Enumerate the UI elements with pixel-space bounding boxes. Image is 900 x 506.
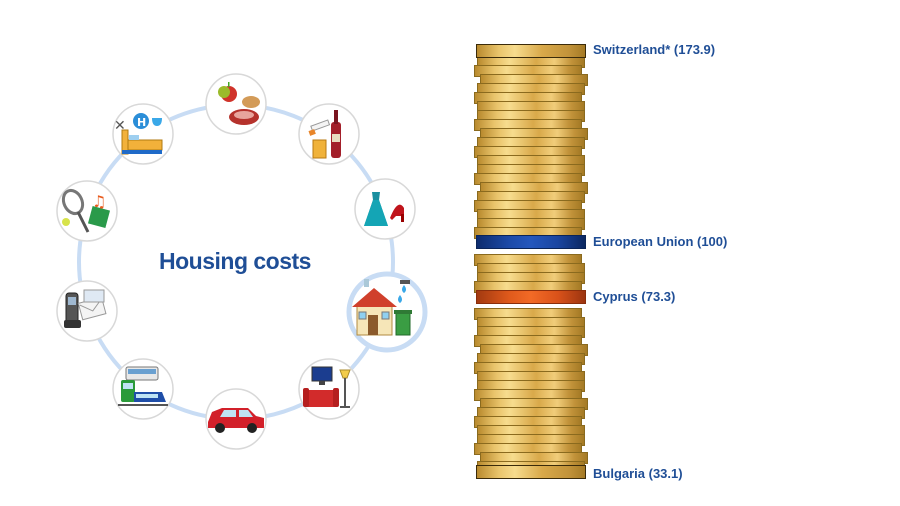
category-housing-button[interactable] [346, 271, 428, 353]
category-food-button[interactable] [205, 73, 267, 135]
transport-icon [118, 366, 168, 406]
coin-top-country [476, 44, 586, 58]
hotels-restaurants-icon: ✕ H [114, 113, 163, 155]
category-recreation-button[interactable]: ♫ [56, 180, 118, 242]
category-car-button[interactable] [205, 388, 267, 450]
housing-icon [352, 279, 412, 336]
category-alcohol-tobacco-button[interactable] [298, 103, 360, 165]
selected-category-title: Housing costs [159, 248, 311, 274]
coin-stack [470, 40, 595, 485]
category-communication-button[interactable] [56, 280, 118, 342]
coin-eu [476, 235, 586, 249]
coin-highlight-country [476, 290, 586, 304]
label-top-country: Switzerland* (173.9) [593, 42, 716, 57]
clothing-icon [364, 192, 404, 226]
coin-bottom-country [476, 465, 586, 479]
svg-text:♫: ♫ [92, 192, 106, 211]
category-transport-button[interactable] [112, 358, 174, 420]
category-furnishings-button[interactable] [298, 358, 360, 420]
svg-text:H: H [137, 116, 146, 129]
category-clothing-button[interactable] [354, 178, 416, 240]
alcohol-tobacco-icon [308, 110, 341, 159]
category-hotels-button[interactable]: ✕ H [112, 103, 174, 165]
label-highlight-country: Cyprus (73.3) [593, 289, 676, 304]
car-icon [208, 408, 264, 433]
food-icon [218, 82, 260, 125]
label-eu: European Union (100) [593, 234, 728, 249]
furnishings-icon [303, 366, 351, 408]
recreation-icon: ♫ [61, 188, 111, 233]
label-bottom-country: Bulgaria (33.1) [593, 466, 683, 481]
communication-icon [64, 289, 107, 328]
svg-text:✕: ✕ [114, 118, 126, 134]
category-wheel: ♫ ✕ H [56, 73, 428, 450]
